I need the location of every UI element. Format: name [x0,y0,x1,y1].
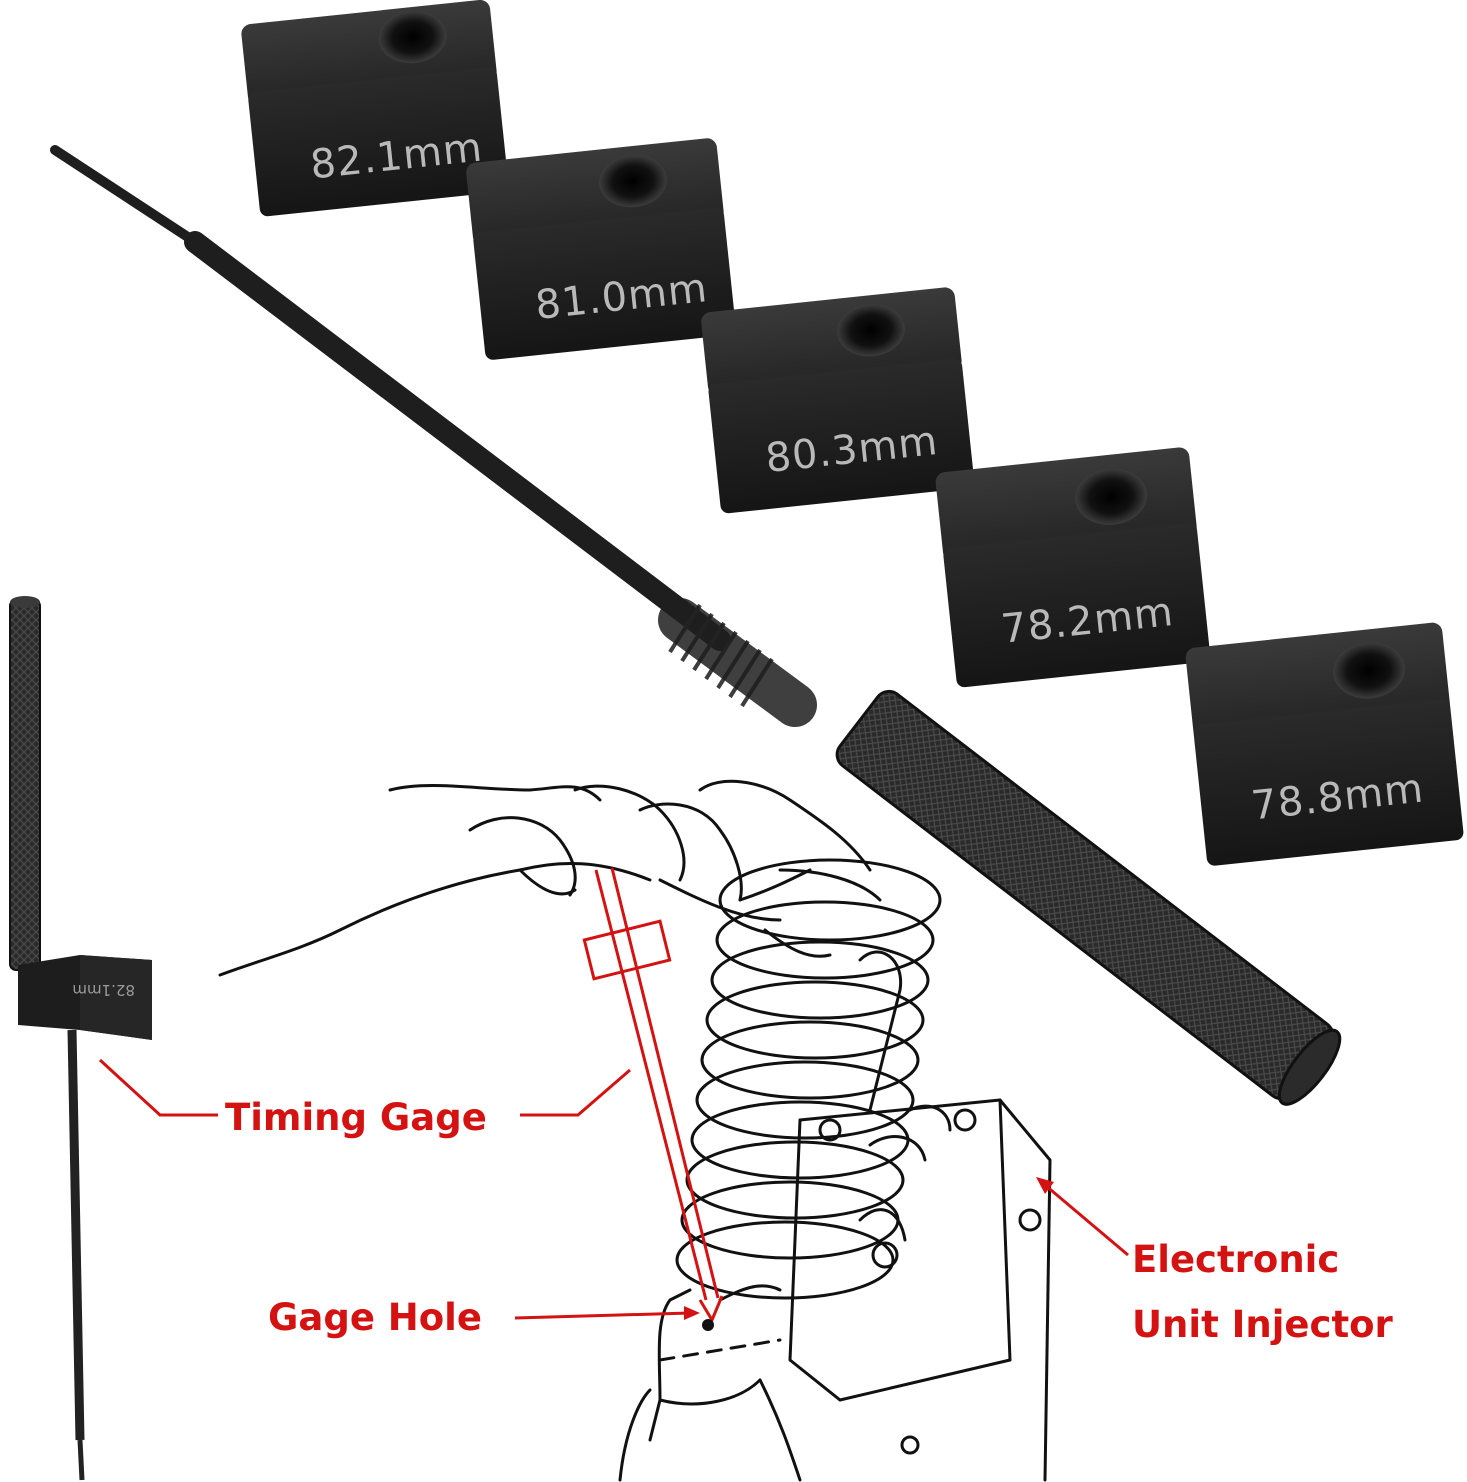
annotations: Timing Gage Gage Hole Electronic Unit In… [98,867,1394,1346]
assembled-timing-gage: 82.1mm [9,596,152,1481]
red-gage-outline [582,867,724,1324]
gage-hole-arrow-icon [684,1306,700,1320]
gauge-block-5: 78.8mm [1185,622,1464,866]
gauge-block-1: 82.1mm [241,0,509,217]
timing-rod [50,145,1342,1106]
spring-drawing [675,858,942,1300]
threaded-hole-icon [1333,642,1405,699]
assembled-block-label: 82.1mm [72,981,135,999]
threaded-hole-icon [378,11,447,64]
injector-arrow-icon [1036,1177,1054,1194]
illustration [218,779,1052,1482]
threaded-hole-icon [599,155,667,208]
injector-leader [1044,1183,1129,1257]
gage-hole-leader [514,1311,691,1320]
cylinder-head-drawing [618,1284,802,1482]
gauge-block-3: 80.3mm [701,287,975,514]
gage-hole-label: Gage Hole [268,1296,482,1339]
threaded-hole-icon [837,304,905,357]
threaded-hole-icon [1075,468,1148,525]
injector-drawing [788,1098,1052,1482]
injector-label-line1: Electronic [1132,1238,1339,1281]
gauge-block-2: 81.0mm [466,138,736,360]
knurled-handle [835,689,1342,1106]
timing-gage-label: Timing Gage [225,1096,487,1139]
injector-label-line2: Unit Injector [1132,1303,1394,1346]
hand-drawing [218,779,882,977]
timing-gage-leader-right [520,1068,631,1117]
gauge-block-4: 78.2mm [935,447,1211,688]
timing-gage-leader-left [98,1058,218,1117]
gage-hole-dot [702,1319,714,1331]
